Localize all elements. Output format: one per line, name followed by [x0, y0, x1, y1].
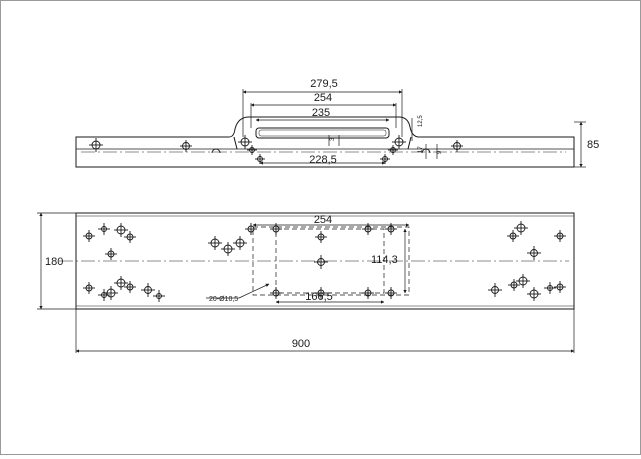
side-hole	[180, 140, 192, 152]
plan-hole	[114, 223, 128, 237]
dim-279-5-label: 279,5	[310, 78, 338, 90]
plan-hole	[270, 287, 282, 299]
hole-note-label: 20-Ø10,5	[209, 296, 238, 303]
dim-12-5-label: 12,5	[418, 115, 424, 127]
plan-hole	[516, 274, 530, 288]
plan-hole	[554, 281, 566, 293]
side-view-lug-left	[233, 136, 238, 150]
side-hole	[247, 145, 257, 155]
dim-900-label: 900	[292, 338, 310, 350]
plan-hole	[362, 223, 374, 235]
side-view	[75, 89, 586, 168]
dim-17-label: 17	[418, 146, 424, 153]
plan-hole	[527, 287, 541, 301]
plan-hole	[208, 236, 222, 250]
plan-hole	[554, 230, 566, 242]
dim-235-label: 235	[312, 107, 330, 119]
plan-hole	[124, 231, 136, 243]
hole-note-leader	[238, 283, 270, 299]
dim-180-label: 180	[45, 256, 63, 268]
plan-hole	[514, 221, 528, 235]
side-hole	[388, 145, 398, 155]
plan-hole	[527, 246, 541, 260]
dim-3-label: 3	[330, 137, 336, 141]
side-view-dimensions	[242, 89, 586, 168]
mounting-pattern-inner	[275, 228, 385, 294]
plan-hole	[221, 242, 235, 256]
side-view-holes	[89, 135, 463, 164]
plan-hole	[507, 230, 519, 242]
side-view-slot	[255, 127, 390, 139]
side-view-outline	[75, 116, 575, 168]
plan-hole	[362, 287, 374, 299]
dim-254-plan-label: 254	[314, 214, 332, 226]
dim-9-label: 9	[437, 150, 443, 154]
plan-hole	[83, 230, 95, 242]
plan-hole	[385, 287, 397, 299]
plan-hole	[141, 283, 155, 297]
plan-hole	[315, 287, 327, 299]
plan-hole	[488, 283, 502, 297]
side-view-lug-right	[407, 136, 412, 150]
plan-hole	[98, 289, 110, 301]
plan-hole	[124, 281, 136, 293]
dim-114-3-label: 114,3	[371, 254, 398, 266]
side-hole-half	[211, 148, 221, 154]
plan-hole	[315, 231, 327, 243]
side-hole	[380, 154, 390, 164]
dim-254-top-label: 254	[314, 92, 332, 104]
plan-hole	[385, 223, 397, 235]
plan-view	[37, 212, 575, 353]
dim-228-5-label: 228,5	[309, 154, 337, 166]
side-hole	[89, 138, 103, 152]
plan-hole	[153, 290, 165, 302]
side-hole	[451, 140, 463, 152]
dim-166-5-label: 166,5	[305, 291, 333, 303]
plan-hole	[270, 223, 282, 235]
plan-hole	[83, 282, 95, 294]
plan-hole	[114, 276, 128, 290]
side-hole	[392, 135, 406, 149]
side-hole	[238, 135, 252, 149]
plan-hole	[314, 255, 328, 269]
plan-view-holes	[83, 221, 566, 302]
plan-hole	[245, 223, 257, 235]
dim-85-label: 85	[587, 139, 599, 151]
plan-hole	[104, 286, 118, 300]
plan-hole	[508, 279, 520, 291]
plan-hole	[98, 223, 110, 235]
plan-hole	[105, 248, 117, 260]
side-hole	[255, 154, 265, 164]
plan-hole	[233, 236, 247, 250]
plan-hole	[544, 282, 556, 294]
side-view-slot-inner	[258, 129, 387, 137]
